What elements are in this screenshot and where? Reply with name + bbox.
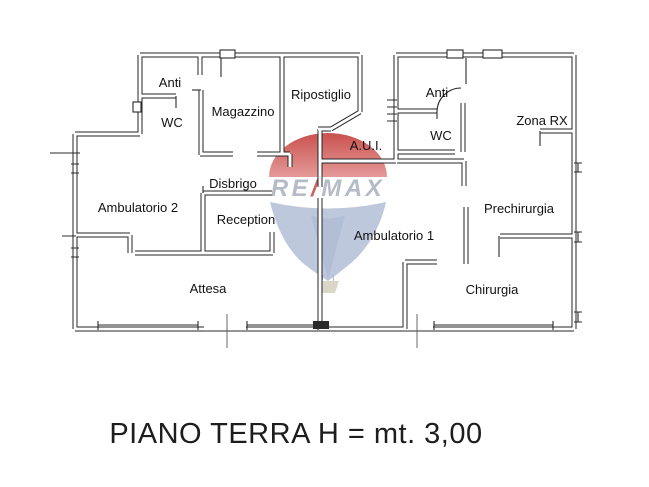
wall-hatch-ticks-icon xyxy=(387,99,397,122)
remax-watermark: RE/MAX xyxy=(269,133,387,293)
window-anti-left-wall-icon xyxy=(132,101,142,113)
room-label-chirurgia: Chirurgia xyxy=(466,282,520,297)
window-bottom-3-icon xyxy=(433,321,554,330)
left-wall-axis-ticks-icon xyxy=(50,152,80,237)
room-label-aui: A.U.I. xyxy=(350,138,383,153)
window-top-right-block-2-icon xyxy=(482,49,503,59)
window-bottom-1-icon xyxy=(97,321,199,330)
room-label-zona-rx: Zona RX xyxy=(516,113,568,128)
window-right-wall-1-icon xyxy=(574,162,582,173)
door-threshold-block-icon xyxy=(313,321,329,329)
room-label-prechirurgia: Prechirurgia xyxy=(484,201,555,216)
room-label-reception: Reception xyxy=(217,212,276,227)
remax-wordmark: RE/MAX xyxy=(271,175,385,202)
room-label-magazzino: Magazzino xyxy=(212,104,275,119)
window-top-left-block-icon xyxy=(219,49,236,59)
room-label-wc-left: WC xyxy=(161,115,183,130)
entrance-axis-lines-icon xyxy=(226,314,418,348)
window-right-wall-3-icon xyxy=(574,311,582,323)
window-right-wall-2-icon xyxy=(574,231,582,243)
room-label-wc-right: WC xyxy=(430,128,452,143)
room-label-ambulatorio-1: Ambulatorio 1 xyxy=(354,228,434,243)
room-label-ripostiglio: Ripostiglio xyxy=(291,87,351,102)
room-label-anti-left: Anti xyxy=(159,75,182,90)
window-left-wall-icon xyxy=(71,163,79,258)
balloon-top-icon xyxy=(269,133,387,177)
room-label-ambulatorio-2: Ambulatorio 2 xyxy=(98,200,178,215)
room-labels: Anti WC Magazzino Ripostiglio A.U.I. Ant… xyxy=(98,75,568,297)
room-label-disbrigo: Disbrigo xyxy=(209,176,257,191)
door-swing-wc-right-icon xyxy=(436,87,462,119)
window-top-right-block-1-icon xyxy=(446,49,464,59)
floor-caption: PIANO TERRA H = mt. 3,00 xyxy=(109,418,482,450)
door-and-window-symbols xyxy=(50,49,582,348)
room-label-attesa: Attesa xyxy=(190,281,228,296)
room-label-anti-right: Anti xyxy=(426,85,449,100)
